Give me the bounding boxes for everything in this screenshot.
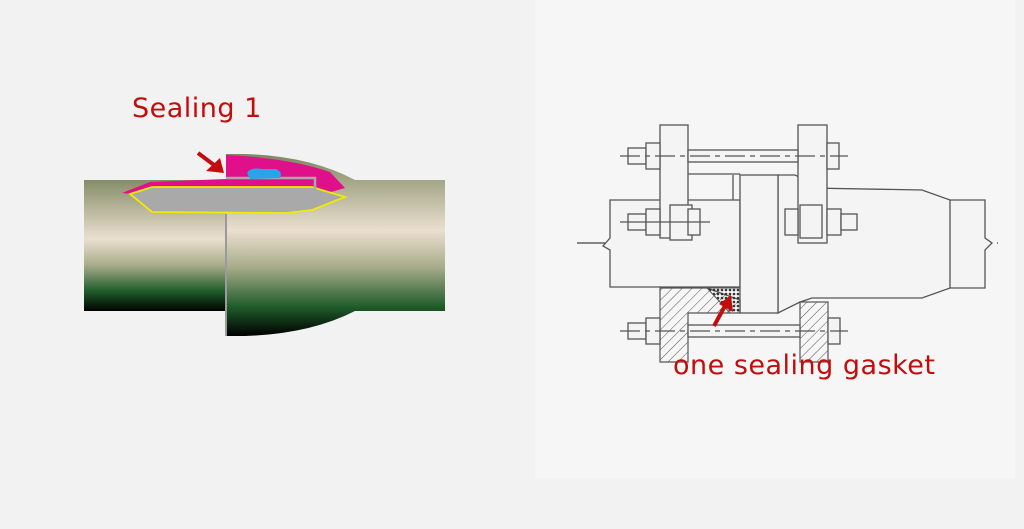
red-arrow-icon: [712, 295, 733, 327]
sealing-gasket-label: one sealing gasket: [673, 350, 936, 381]
gasket-section: [128, 186, 348, 214]
red-arrow-icon: [196, 151, 224, 173]
bolt-top: [620, 142, 848, 170]
rubber-ring-blue: [247, 168, 281, 179]
bolt-middle-right: [784, 208, 858, 236]
push-on-joint-illustration: [84, 151, 445, 336]
sealing-1-label: Sealing 1: [132, 93, 262, 124]
bolt-middle-left: [620, 208, 710, 236]
bolt-bottom: [620, 317, 848, 345]
flange-joint-drawing: [577, 124, 998, 363]
